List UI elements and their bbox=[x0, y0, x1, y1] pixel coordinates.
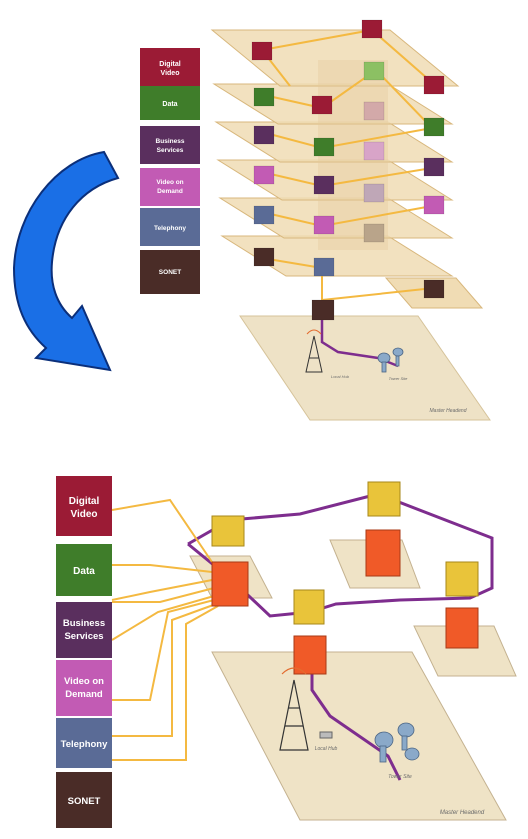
node-vod-3 bbox=[423, 157, 445, 177]
node-hub-top-right bbox=[365, 481, 401, 577]
service-label: Digital bbox=[69, 496, 100, 507]
node-data-2 bbox=[363, 61, 385, 81]
service-button-digital-video: Digital Video bbox=[56, 476, 112, 536]
service-label: Business bbox=[63, 618, 105, 629]
satellite-dish-icon-bottom bbox=[374, 722, 420, 763]
node-sonet-3 bbox=[363, 223, 385, 243]
service-label: Data bbox=[162, 101, 177, 108]
node-sonet-1 bbox=[253, 247, 275, 267]
node-business-3 bbox=[363, 101, 385, 121]
tower-icon bbox=[305, 329, 323, 373]
layer-plane-digital-video bbox=[210, 29, 460, 87]
service-label: Telephony bbox=[61, 739, 109, 750]
tower-icon-bottom bbox=[279, 667, 309, 751]
node-vod-4 bbox=[363, 141, 385, 161]
service-button-vod: Video on Demand bbox=[140, 168, 200, 206]
service-label: Video on bbox=[64, 676, 104, 687]
service-button-telephony: Telephony bbox=[56, 718, 112, 768]
service-label: Services bbox=[157, 147, 184, 154]
converged-network-diagram: Master Headend bbox=[56, 476, 517, 828]
converged-nodes bbox=[211, 481, 479, 675]
service-label: SONET bbox=[159, 269, 181, 276]
node-hub-left bbox=[211, 515, 249, 607]
node-vod-1 bbox=[253, 165, 275, 185]
node-business-1 bbox=[253, 125, 275, 145]
service-label: Demand bbox=[157, 188, 183, 195]
local-hub-label-bottom: Local Hub bbox=[315, 746, 338, 752]
node-headend-center bbox=[293, 589, 327, 675]
node-telephony-4 bbox=[363, 183, 385, 203]
tower-site-label-bottom: Tower Site bbox=[388, 774, 412, 780]
service-label: Telephony bbox=[154, 225, 186, 232]
node-dv-mid bbox=[311, 95, 333, 115]
node-business-2 bbox=[313, 137, 335, 157]
tower-site-label-top: Tower Site bbox=[389, 376, 409, 381]
service-buttons-bottom: Digital Video Data Business Services Vid… bbox=[56, 476, 112, 828]
service-button-business: Business Services bbox=[140, 126, 200, 164]
node-hub-right bbox=[445, 561, 479, 649]
service-button-vod: Video on Demand bbox=[56, 660, 112, 716]
layer-nodes bbox=[251, 19, 445, 321]
node-data-3 bbox=[423, 117, 445, 137]
node-telephony-1 bbox=[253, 205, 275, 225]
service-label: Video bbox=[70, 509, 97, 520]
service-label: Digital bbox=[159, 61, 180, 68]
service-label: Services bbox=[64, 631, 103, 642]
stacked-layers-diagram: Master Headend bbox=[140, 19, 491, 421]
node-sonet-2 bbox=[313, 257, 335, 277]
satellite-dish-icon bbox=[377, 347, 404, 373]
node-telephony-3 bbox=[423, 195, 445, 215]
service-button-data: Data bbox=[56, 544, 112, 596]
headend-label-bottom: Master Headend bbox=[440, 810, 485, 816]
node-data-1 bbox=[253, 87, 275, 107]
headend-label-top: Master Headend bbox=[430, 408, 467, 414]
node-digital-video-1 bbox=[251, 41, 273, 61]
service-button-business: Business Services bbox=[56, 602, 112, 658]
service-button-sonet: SONET bbox=[140, 250, 200, 294]
service-button-digital-video: Digital Video bbox=[140, 48, 200, 88]
service-label: Video bbox=[161, 70, 180, 77]
node-telephony-2 bbox=[313, 215, 335, 235]
service-label: SONET bbox=[68, 796, 101, 807]
service-buttons-top: Digital Video Data Business Services Vid… bbox=[140, 48, 200, 294]
service-feed-lines bbox=[111, 498, 219, 761]
node-digital-video-2 bbox=[361, 19, 383, 39]
service-button-sonet: SONET bbox=[56, 772, 112, 828]
service-label: Video on bbox=[156, 179, 183, 186]
service-label: Data bbox=[73, 566, 95, 577]
node-headend-top bbox=[311, 299, 335, 321]
sonet-ring bbox=[187, 492, 494, 618]
service-button-data: Data bbox=[140, 86, 200, 120]
service-button-telephony: Telephony bbox=[140, 208, 200, 246]
node-digital-video-3 bbox=[423, 75, 445, 95]
service-label: Demand bbox=[65, 689, 103, 700]
node-sonet-4 bbox=[423, 279, 445, 299]
headend-platform bbox=[239, 315, 491, 421]
local-hub-box bbox=[319, 731, 333, 739]
local-hub-label-top: Local Hub bbox=[331, 374, 350, 379]
transition-arrow bbox=[12, 150, 120, 372]
node-vod-2 bbox=[313, 175, 335, 195]
headend-purple-link bbox=[310, 652, 402, 781]
service-label: Business bbox=[156, 138, 185, 145]
